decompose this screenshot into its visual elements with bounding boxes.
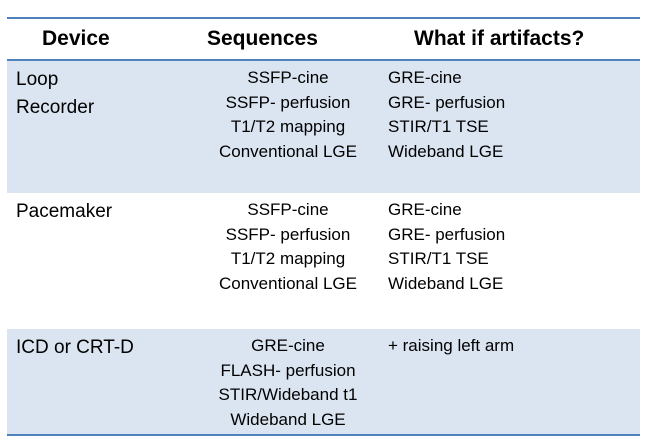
sequence-item: SSFP-cine (247, 68, 329, 87)
table-row-icd-crt-d: ICD or CRT-D GRE-cine FLASH- perfusion S… (7, 329, 640, 434)
sequences-cell: SSFP-cine SSFP- perfusion T1/T2 mapping … (183, 66, 393, 165)
alternative-item: GRE-cine (388, 68, 462, 87)
header-sequences: Sequences (207, 27, 318, 50)
header-device: Device (42, 27, 110, 50)
header-what-if-artifacts: What if artifacts? (414, 27, 585, 50)
what-if-artifacts-cell: GRE-cine GRE- perfusion STIR/T1 TSE Wide… (388, 66, 638, 165)
alternative-item: GRE- perfusion (388, 92, 506, 112)
device-label: Pacemaker (16, 201, 113, 222)
table-header-rule (7, 59, 640, 61)
sequence-item: SSFP- perfusion (225, 92, 351, 112)
table-row-pacemaker: Pacemaker SSFP-cine SSFP- perfusion T1/T… (7, 193, 640, 329)
alternative-item: GRE-cine (388, 200, 462, 219)
sequence-item: GRE-cine (251, 336, 325, 355)
sequence-item: Wideband LGE (230, 410, 346, 430)
device-cell: Pacemaker (16, 198, 176, 226)
sequence-item: T1/T2 mapping (230, 249, 346, 269)
table-top-rule (7, 17, 640, 19)
alternative-item: STIR/T1 TSE (388, 117, 489, 137)
sequences-cell: SSFP-cine SSFP- perfusion T1/T2 mapping … (183, 198, 393, 297)
sequence-item: Conventional LGE (219, 274, 357, 294)
device-cell: ICD or CRT-D (16, 334, 176, 362)
alternative-item: Wideband LGE (388, 142, 504, 162)
sequence-item: T1/T2 mapping (230, 117, 346, 137)
sequence-item: FLASH- perfusion (220, 360, 356, 380)
sequences-cell: GRE-cine FLASH- perfusion STIR/Wideband … (183, 334, 393, 433)
sequence-item: SSFP-cine (247, 200, 329, 219)
device-cell: Loop Recorder (16, 66, 176, 122)
device-label: Recorder (16, 97, 95, 118)
alternative-item: STIR/T1 TSE (388, 249, 489, 269)
alternative-item: Wideband LGE (388, 274, 504, 294)
device-label: ICD or CRT-D (16, 337, 134, 358)
sequence-item: SSFP- perfusion (225, 224, 351, 244)
device-sequence-table: Device Sequences What if artifacts? Loop… (7, 17, 640, 438)
what-if-artifacts-cell: + raising left arm (388, 334, 638, 359)
alternative-item: + raising left arm (388, 336, 515, 355)
table-row-loop-recorder: Loop Recorder SSFP-cine SSFP- perfusion … (7, 61, 640, 193)
table-bottom-rule (7, 434, 640, 436)
sequence-item: STIR/Wideband t1 (218, 385, 358, 405)
device-label: Loop (16, 69, 59, 90)
alternative-item: GRE- perfusion (388, 224, 506, 244)
what-if-artifacts-cell: GRE-cine GRE- perfusion STIR/T1 TSE Wide… (388, 198, 638, 297)
table-header-row: Device Sequences What if artifacts? (7, 19, 640, 59)
sequence-item: Conventional LGE (219, 142, 357, 162)
